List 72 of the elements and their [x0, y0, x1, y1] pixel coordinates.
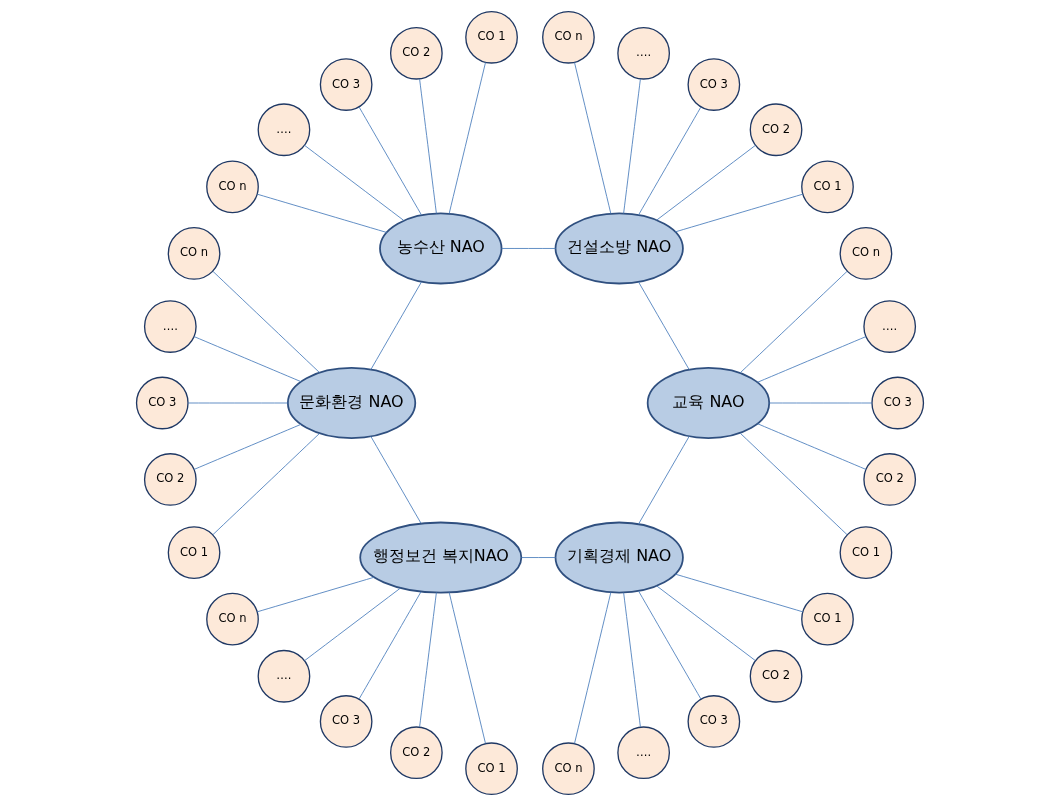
connector [212, 270, 320, 373]
connector [187, 402, 288, 404]
node-ellipse: 교육 NAO [646, 367, 770, 439]
node-circle: CO 3 [135, 376, 189, 430]
node-circle: CO 3 [686, 695, 740, 748]
connector [739, 271, 847, 374]
node-circle: CO 3 [319, 695, 373, 748]
node-circle: CO 1 [839, 526, 892, 579]
node-circle: CO n [205, 592, 259, 646]
node-circle: CO 1 [800, 592, 854, 646]
connector [674, 193, 803, 233]
node-ellipse: 농수산 NAO [378, 212, 502, 285]
connector [520, 557, 556, 558]
node-ellipse: 건설소방 NAO [554, 212, 684, 285]
node-circle: CO 3 [686, 58, 740, 111]
node-ellipse: 기획경제 NAO [554, 521, 684, 594]
connector [212, 433, 320, 536]
connector [256, 193, 387, 233]
node-circle: …. [257, 649, 310, 703]
connector [448, 591, 486, 744]
connector [418, 78, 437, 214]
connector [655, 585, 756, 661]
node-circle: CO 1 [464, 10, 518, 64]
connector [573, 591, 611, 744]
node-circle: CO 3 [870, 376, 924, 430]
connector [256, 576, 374, 613]
node-circle: CO 1 [464, 742, 518, 796]
node-circle: …. [257, 103, 310, 157]
connector [358, 591, 421, 700]
node-circle: CO 2 [749, 649, 802, 703]
connector [303, 587, 401, 662]
node-circle: CO 2 [749, 103, 802, 157]
connector [637, 590, 701, 700]
connector [500, 248, 556, 249]
connector [739, 432, 847, 535]
node-circle: CO n [205, 160, 259, 214]
connector [448, 62, 486, 215]
node-circle: CO 3 [319, 58, 373, 111]
connector [573, 62, 611, 215]
connector [418, 592, 437, 728]
node-circle: CO 1 [800, 160, 854, 214]
connector [369, 281, 422, 370]
connector [369, 435, 421, 524]
connector [637, 106, 701, 216]
node-circle: …. [616, 726, 670, 780]
connector [637, 281, 690, 370]
connector [193, 423, 301, 470]
connector [193, 336, 301, 383]
connector [622, 592, 641, 728]
connector [756, 336, 866, 383]
node-circle: CO 2 [143, 453, 197, 506]
node-circle: …. [143, 300, 197, 353]
node-circle: CO n [839, 227, 892, 280]
connector [622, 78, 641, 214]
connector [674, 573, 803, 613]
connector [303, 144, 404, 221]
node-ellipse: 문화환경 NAO [286, 367, 416, 439]
node-circle: …. [862, 300, 916, 353]
connector [756, 423, 866, 470]
connector [655, 145, 756, 221]
node-circle: CO 2 [389, 26, 443, 80]
node-circle: CO 2 [389, 726, 443, 780]
connector [637, 436, 690, 525]
node-circle: CO n [541, 742, 595, 796]
node-circle: CO 2 [862, 453, 916, 506]
node-circle: CO n [167, 227, 220, 280]
node-circle: CO 1 [167, 526, 220, 579]
node-circle: CO n [541, 10, 595, 64]
connector [358, 106, 422, 216]
node-ellipse: 행정보건 복지NAO [358, 521, 522, 594]
node-circle: …. [616, 26, 670, 80]
connector [768, 402, 872, 404]
